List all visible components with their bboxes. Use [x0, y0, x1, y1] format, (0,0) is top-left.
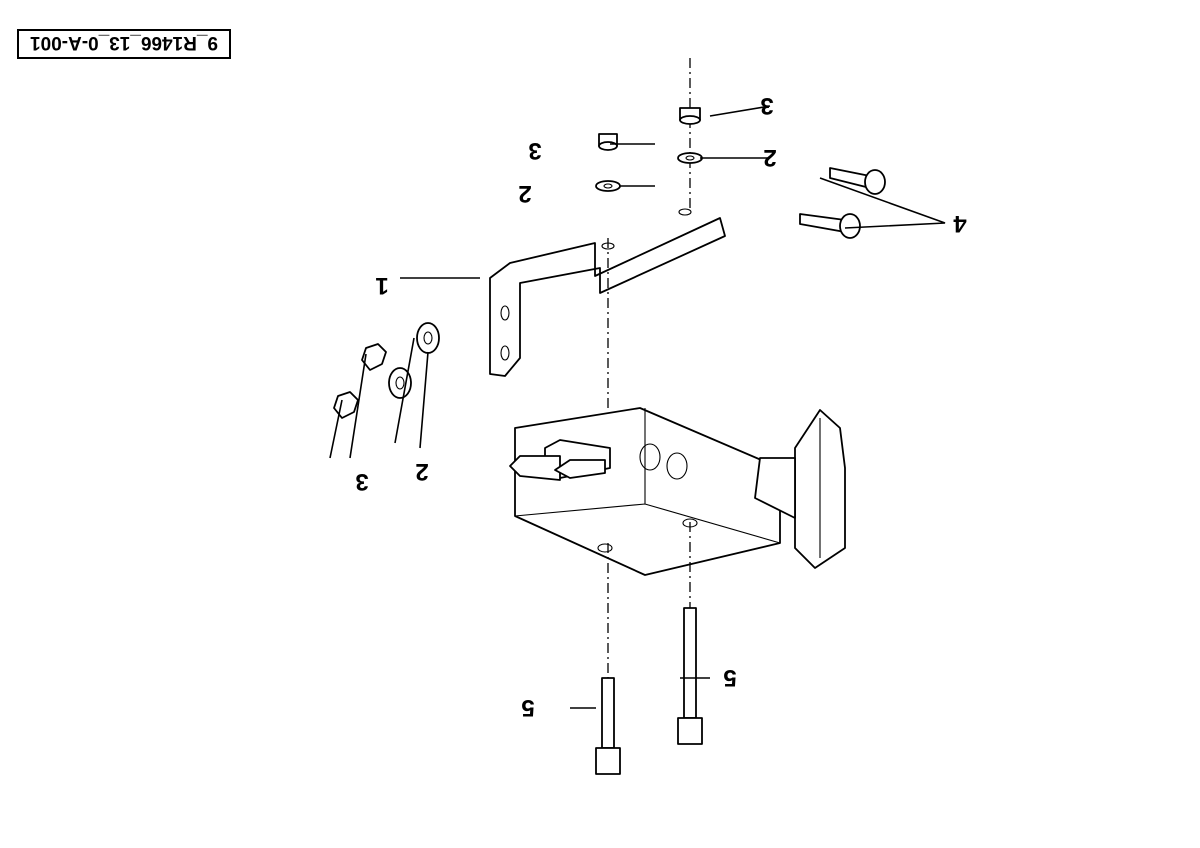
callout-nut-top-right: 3 — [760, 92, 773, 119]
callout-nut-side: 3 — [355, 468, 368, 495]
axis-lines — [607, 58, 691, 748]
callout-washer-top-right: 2 — [763, 144, 776, 171]
callout-bolt-right: 5 — [723, 664, 736, 691]
drawing-reference-box: 9_R1466_13_0-A-001 — [17, 29, 231, 59]
valve-block — [509, 407, 846, 576]
callout-bolt-left: 5 — [521, 694, 534, 721]
bolts — [595, 607, 703, 775]
cap-screws — [799, 167, 886, 239]
callout-washer-side: 2 — [415, 458, 428, 485]
callout-bracket: 1 — [375, 272, 388, 299]
callout-nut-top-left: 3 — [528, 137, 541, 164]
drawing-reference-text: 9_R1466_13_0-A-001 — [30, 32, 218, 53]
callout-cap-screws: 4 — [953, 210, 967, 237]
callout-washer-top-left: 2 — [518, 180, 531, 207]
top-washers-nuts — [595, 107, 703, 192]
callout-labels: 1 3 3 2 2 4 5 5 3 2 — [355, 92, 966, 721]
leader-lines — [329, 105, 946, 709]
rotated-drawing: 9_R1466_13_0-A-001 — [17, 29, 967, 775]
